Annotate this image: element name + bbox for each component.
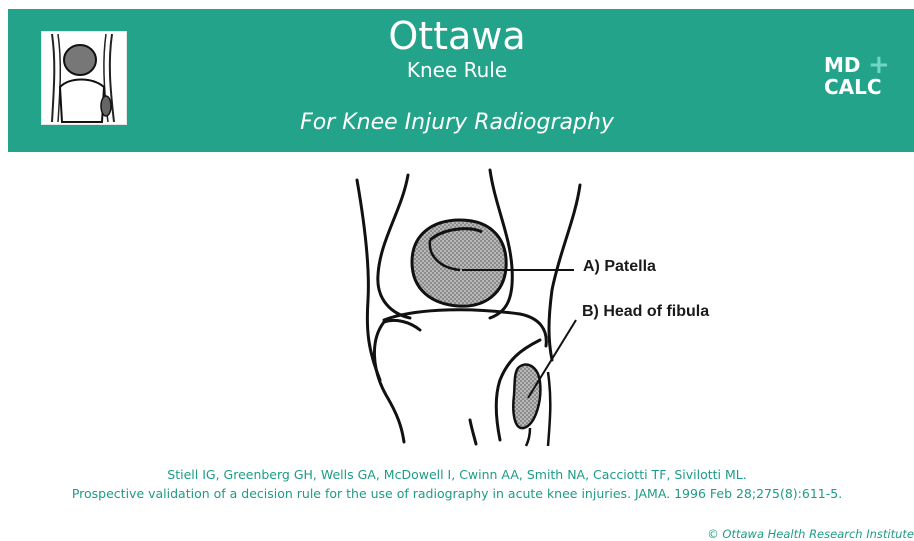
fibula-leader-line bbox=[528, 320, 576, 398]
patella bbox=[412, 220, 506, 306]
label-patella: A) Patella bbox=[583, 258, 656, 276]
label-head-of-fibula: B) Head of fibula bbox=[582, 303, 709, 321]
citation-authors: Stiell IG, Greenberg GH, Wells GA, McDow… bbox=[0, 467, 914, 483]
fibula bbox=[513, 364, 550, 446]
citation-title: Prospective validation of a decision rul… bbox=[0, 486, 914, 502]
copyright-notice: © Ottawa Health Research Institute bbox=[707, 527, 914, 541]
